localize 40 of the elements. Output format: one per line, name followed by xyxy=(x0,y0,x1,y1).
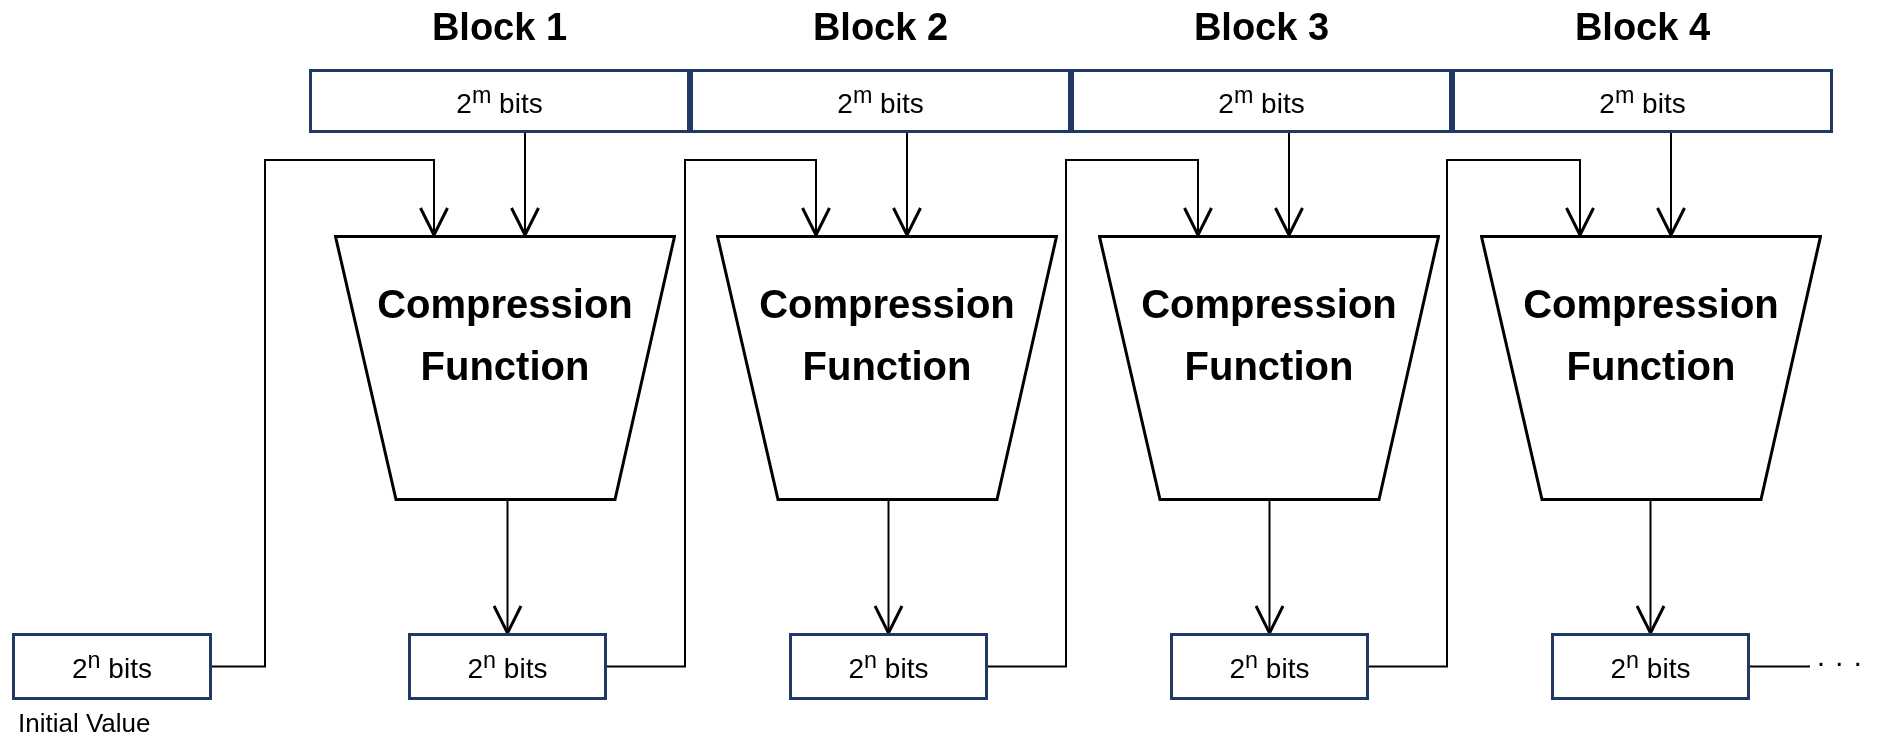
arrow xyxy=(510,132,540,237)
bit-size-label: 2$^{m}$ bits xyxy=(456,81,543,121)
data-box xyxy=(12,633,212,700)
block-heading: Block 3 xyxy=(1193,6,1330,49)
arrow xyxy=(873,500,904,635)
arrow xyxy=(892,132,922,237)
bit-size-label: 2$^{n}$ bits xyxy=(72,647,152,686)
bit-size-label: 2$^{m}$ bits xyxy=(837,81,924,121)
arrow xyxy=(987,159,1213,668)
data-box xyxy=(408,633,607,700)
trapezoid-block xyxy=(334,235,676,501)
data-box xyxy=(1551,633,1750,700)
node-label: Initial Value xyxy=(18,708,151,739)
bit-size-label: 2$^{m}$ bits xyxy=(1599,81,1686,121)
continuation-dots: · · · xyxy=(1816,645,1863,679)
arrow xyxy=(211,159,449,668)
trapezoid-block xyxy=(716,235,1058,501)
bit-size-label: 2$^{n}$ bits xyxy=(1610,647,1691,686)
trapezoid-block xyxy=(1098,235,1440,501)
function-label: Compression Function xyxy=(1522,281,1780,390)
data-box xyxy=(1170,633,1369,700)
block-heading: Block 1 xyxy=(431,6,568,49)
trapezoid-block xyxy=(1480,235,1822,501)
arrow xyxy=(1635,500,1666,635)
block-heading: Block 2 xyxy=(812,6,949,49)
bit-size-label: 2$^{m}$ bits xyxy=(1218,81,1305,121)
function-label: Compression Function xyxy=(758,281,1016,390)
arrow xyxy=(492,500,523,635)
function-label: Compression Function xyxy=(1140,281,1398,390)
arrow xyxy=(1656,132,1686,237)
bit-size-label: 2$^{n}$ bits xyxy=(1229,647,1310,686)
bit-size-label: 2$^{n}$ bits xyxy=(848,647,929,686)
function-label: Compression Function xyxy=(376,281,634,390)
bit-size-label: 2$^{n}$ bits xyxy=(467,647,548,686)
block-heading: Block 4 xyxy=(1574,6,1711,49)
arrow xyxy=(1274,132,1304,237)
arrow xyxy=(606,159,831,668)
arrow xyxy=(1368,159,1595,668)
data-box xyxy=(789,633,988,700)
arrow xyxy=(1254,500,1285,635)
